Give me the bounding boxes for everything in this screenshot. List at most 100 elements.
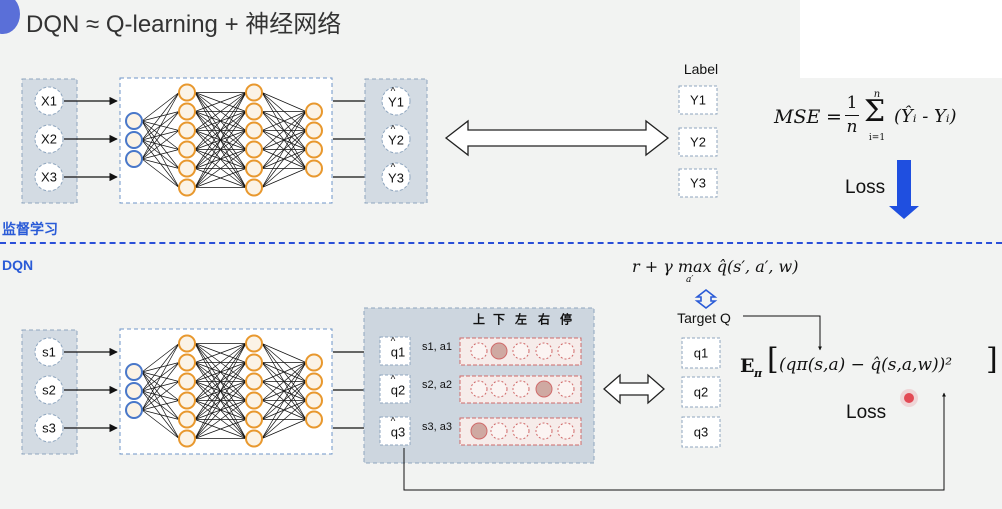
sup-edge [261, 111, 307, 150]
dqn-edge [194, 343, 247, 382]
dqn-edge [261, 381, 307, 439]
loss-label-bottom: Loss [846, 402, 887, 423]
sup-hidden-node [178, 121, 196, 140]
dqn-qhat-box [379, 374, 411, 404]
corner-panel [800, 0, 1002, 78]
mse-formula: MSE = 1 n n Σ i=1 (Ŷᵢ - Yᵢ) [774, 89, 957, 143]
sup-output-hat: ^ [391, 163, 396, 174]
label-value: Y1 [690, 92, 706, 107]
dqn-input-node [34, 375, 64, 405]
sup-edge [194, 130, 247, 188]
target-q-title: Target Q [677, 310, 731, 326]
sup-edge [194, 168, 247, 188]
dqn-hidden-node [245, 334, 263, 353]
dqn-hidden-node [178, 391, 196, 410]
dqn-network: s1s2s3上下左右停q1^s1, a1q2^s2, a2q3^s3, a3q1… [21, 307, 721, 464]
action-dot [490, 422, 508, 440]
action-dot [512, 422, 530, 440]
supervised-section-label: 监督学习 [2, 221, 58, 237]
dqn-edge [194, 343, 247, 439]
dqn-qhat-label: q1 [391, 344, 405, 359]
diagram-connectors [403, 119, 946, 491]
dqn-hidden-node [245, 391, 263, 410]
dqn-edge [141, 409, 180, 439]
action-selected-dot [490, 342, 508, 360]
mse-frac-den: n [846, 117, 858, 137]
dqn-hidden-node [245, 353, 263, 372]
dqn-edge [141, 381, 180, 411]
action-dot [557, 342, 575, 360]
dqn-hidden-node [245, 410, 263, 429]
sup-output-node [381, 162, 411, 192]
dqn-hidden-node [305, 372, 323, 391]
sup-edge [261, 111, 307, 169]
sup-hidden-node [245, 159, 263, 178]
mse-body: (Ŷᵢ - Yᵢ) [894, 106, 957, 127]
sup-edge [141, 158, 180, 188]
action-header: 上 [473, 312, 485, 327]
sup-edge [141, 158, 180, 169]
loss-label-top: Loss [845, 177, 886, 198]
label-value: Y3 [690, 175, 706, 190]
dqn-edge [261, 419, 307, 439]
target-formula: r + γ max q̂(s′, a′, w) a′ [632, 255, 812, 289]
target-formula-sub: a′ [686, 275, 694, 285]
target-update-arrow [694, 288, 718, 310]
target-to-loss-line [743, 315, 822, 351]
sup-output-node [381, 86, 411, 116]
dqn-hidden-node [178, 372, 196, 391]
dqn-qhat-box [379, 336, 411, 366]
sup-hidden-node [245, 121, 263, 140]
sup-edge [261, 111, 307, 131]
action-header: 停 [560, 312, 572, 327]
sup-edge [141, 92, 180, 122]
sup-hidden-node [178, 83, 196, 102]
sup-hidden-node [178, 178, 196, 197]
sup-output-hat: ^ [391, 87, 396, 98]
sup-output-label: Y1 [388, 94, 404, 109]
target-value: q1 [694, 345, 708, 360]
dqn-input-label: s1 [42, 344, 56, 359]
sup-edge [261, 111, 307, 188]
dqn-hidden-node [305, 410, 323, 429]
dqn-edge [261, 362, 307, 401]
label-title: Label [683, 61, 719, 77]
dqn-edge [194, 362, 247, 439]
target-value: q2 [694, 384, 708, 399]
action-dot [535, 422, 553, 440]
sup-hidden-node [178, 159, 196, 178]
dqn-edge [141, 400, 180, 411]
sup-edge [261, 149, 307, 188]
state-action-label: s3, a3 [422, 421, 452, 433]
expectation-sub: π [754, 367, 763, 380]
dqn-edge [194, 381, 247, 439]
sup-hidden-node [305, 159, 323, 178]
mse-lhs: MSE [774, 106, 821, 128]
state-action-label: s2, a2 [422, 379, 452, 391]
sup-hidden-node [305, 102, 323, 121]
sup-edge [261, 92, 307, 112]
dqn-input-label: s3 [42, 420, 56, 435]
action-dot [557, 380, 575, 398]
sup-output-label: Y3 [388, 170, 404, 185]
mse-frac-num: 1 [846, 93, 858, 113]
sup-input-label: X2 [41, 131, 57, 146]
dqn-edges [141, 343, 307, 439]
action-header: 下 [493, 313, 505, 327]
action-dot [512, 342, 530, 360]
sup-output-label: Y2 [388, 132, 404, 147]
sup-edge [141, 111, 180, 160]
sup-hidden-node [245, 83, 263, 102]
page-title: DQN ≈ Q-learning + 神经网络 [26, 11, 342, 38]
sup-input-node [34, 162, 64, 192]
dqn-hidden-node [178, 334, 196, 353]
mse-sum-top: n [873, 89, 881, 100]
target-box [681, 376, 721, 408]
expectation-symbol: E [740, 355, 755, 377]
sup-hidden-node [245, 178, 263, 197]
title-decoration [0, 0, 20, 34]
sup-hidden-node [305, 140, 323, 159]
label-box [678, 85, 718, 115]
sup-output-hat: ^ [391, 125, 396, 136]
